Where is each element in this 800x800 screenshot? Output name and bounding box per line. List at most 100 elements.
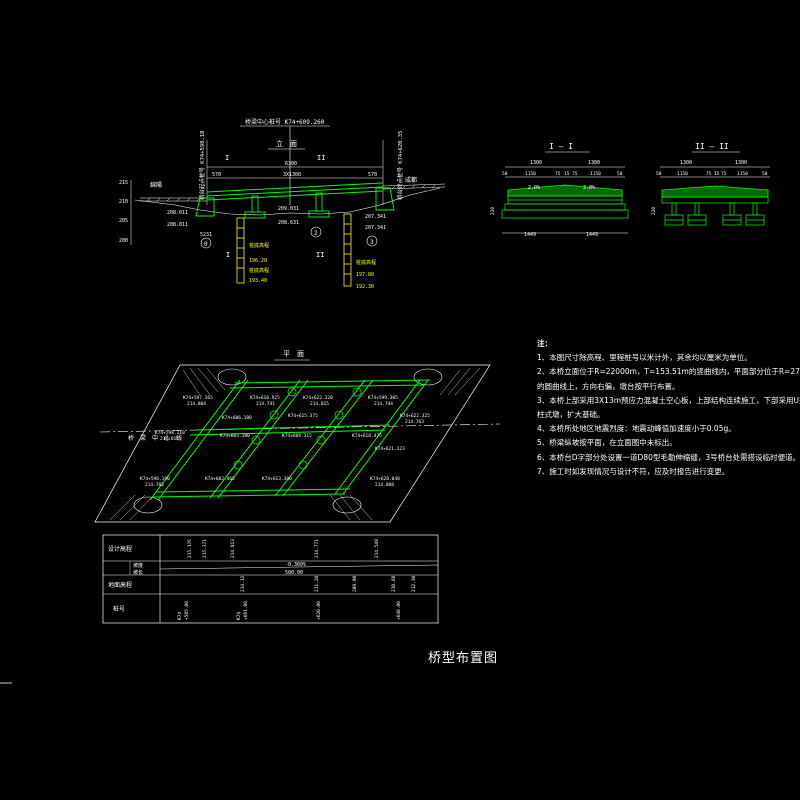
s1-dim-mid-5: 75	[572, 171, 578, 177]
station-1: +585.00	[184, 601, 190, 620]
direction-right: 成都	[405, 176, 417, 184]
design-elev-0: 215.176	[187, 539, 193, 558]
row-slope-length: 坡长	[133, 569, 143, 576]
scale-210: 210	[119, 199, 128, 205]
level-6: 207.341	[365, 225, 386, 231]
note-4: 4、本桥所处地区地震烈度：地震动峰值加速度小于0.05g。	[537, 424, 736, 434]
notes-panel: 注： 1、本图尺寸除高程、里程桩号以米计外，其余均以厘米为单位。 2、本桥立面位…	[537, 337, 800, 479]
dim-left-span: 570	[212, 172, 221, 178]
s1-dim-top-2: 1300	[588, 160, 600, 166]
s2-dim-top-2: 1300	[735, 160, 747, 166]
plan-st-3: K74+599.305	[368, 395, 398, 401]
plan-el-2: 214.815	[310, 401, 329, 407]
center-station-label: 桥梁中心桩号 K74+609.260	[245, 118, 325, 126]
plan-centerline-label: 桥 梁 中 心 线	[128, 434, 182, 442]
table-slope-line	[159, 564, 439, 570]
plan-el-7: 214.815	[160, 436, 179, 442]
s1-dim-bottom-1: 1449	[524, 232, 536, 238]
station-0: K74	[177, 612, 183, 620]
plan-st-12: K74+596.190	[140, 476, 170, 482]
left-approach	[140, 197, 207, 202]
section2-pier	[661, 196, 769, 226]
station-values: K74 +585.00 K74 +601.00 +620.00 +640.00	[177, 601, 402, 620]
pile-elev-4: 192.30	[356, 284, 374, 290]
notes-heading: 注：	[537, 339, 552, 348]
s1-dim-mid-4: 15	[564, 171, 570, 177]
bridge-deck	[206, 182, 384, 201]
plan-abutment-cones	[133, 368, 443, 514]
design-elev-1: 215.371	[202, 539, 208, 558]
ground-elev-4: 212.30	[411, 575, 417, 592]
s1-height: 220	[490, 207, 496, 215]
plan-st-4: K74+606.180	[222, 415, 252, 421]
station-4: +620.00	[316, 601, 322, 620]
plan-st-5: K74+615.375	[288, 413, 318, 419]
plan-st-6: K74+622.325	[400, 413, 430, 419]
section-2-view: II — II 1300 1300 50 1150 75 15 75 1150 …	[651, 142, 770, 226]
plan-st-7: K74+598.210	[155, 430, 185, 436]
profile-table: 设计高程 坡度 坡长 地面高程 桩号 -0.360% 500.00 215.17…	[102, 534, 439, 624]
s2-height: 220	[651, 207, 657, 215]
right-approach	[382, 183, 446, 190]
note-2: 2、本桥立面位于R=22000m，T=153.51m的竖曲线内，平面部分位于R=…	[537, 367, 800, 377]
design-elev-4: 214.548	[374, 539, 380, 558]
level-5: 207.341	[365, 214, 386, 220]
plan-outline	[94, 364, 491, 523]
ground-elev-values: 214.12 211.20 209.90 210.60 212.30	[240, 575, 417, 592]
section1-title: I — I	[549, 142, 573, 151]
plan-st-15: K74+620.040	[370, 476, 400, 482]
level-1: 208.011	[167, 210, 188, 216]
station-3: +601.00	[243, 601, 249, 620]
row-slope: 坡度	[133, 562, 143, 569]
section-mark-1b: I	[226, 251, 230, 259]
section1-deck	[507, 184, 623, 197]
ground-elev-1: 211.20	[314, 575, 320, 592]
section-1-view: I — I 1300 1300 50 1150 75 15 75 1150 50…	[490, 142, 629, 238]
row-station: 桩号	[113, 605, 125, 613]
level-2: 208.011	[167, 222, 188, 228]
plan-st-10: K74+618.475	[352, 433, 382, 439]
station-5: +640.00	[396, 601, 402, 620]
plan-st-11: K74+621.123	[375, 446, 405, 452]
plan-st-13: K74+602.465	[205, 476, 235, 482]
design-elev-3: 214.771	[314, 539, 320, 558]
ground-elev-2: 209.90	[352, 575, 358, 592]
axis-2: 2	[314, 230, 318, 237]
plan-centerline	[99, 423, 501, 433]
plan-el-0: 214.804	[187, 401, 206, 407]
s1-dim-mid-6: 1150	[590, 171, 601, 177]
plan-el-3: 214.744	[374, 401, 393, 407]
plan-station-labels: K74+597.165 214.804 K74+610.925 214.741 …	[140, 395, 430, 488]
axis-3: 3	[370, 239, 374, 246]
plan-pier-piles	[233, 387, 362, 470]
right-abutment-station: 桥台终点桩号 K74+620.35	[396, 131, 404, 200]
pile-label-2: 桩底高程	[249, 267, 269, 274]
pile-elev-2: 193.40	[249, 278, 267, 284]
section2-deck	[661, 185, 769, 198]
elevation-view: 桥梁中心桩号 K74+609.260 立 面 桥台起点桩号 K74+598.18…	[119, 118, 446, 290]
plan-deck	[149, 379, 431, 501]
section-mark-1a: I	[225, 154, 229, 162]
s1-dim-bottom-2: 1449	[586, 232, 598, 238]
note-3-cont: 柱式墩，扩大基础。	[537, 410, 605, 420]
s2-dim-mid-5: 75	[721, 171, 727, 177]
scale-215: 215	[119, 180, 128, 186]
plan-st-8: K74+603.180	[220, 433, 250, 439]
s2-dim-top-1: 1300	[680, 160, 692, 166]
dim-main-spans: 3X1300	[283, 172, 301, 178]
plan-el-6: 214.763	[405, 419, 424, 425]
plan-st-14: K74+613.300	[262, 476, 292, 482]
table-frame	[102, 534, 439, 624]
ground-elev-0: 214.12	[240, 575, 246, 592]
s1-dim-top-1: 1300	[530, 160, 542, 166]
ground-line	[134, 187, 441, 216]
axis-0: 0	[204, 241, 208, 248]
plan-el-8: 214.782	[145, 482, 164, 488]
station-2: K74	[236, 612, 242, 620]
section-mark-2b: II	[316, 251, 324, 259]
dim-right-span: 570	[368, 172, 377, 178]
s1-dim-mid-1: 50	[502, 171, 508, 177]
plan-view: 平 面 桥 梁 中 心 线	[94, 350, 501, 523]
row-design-elev: 设计高程	[108, 545, 132, 553]
